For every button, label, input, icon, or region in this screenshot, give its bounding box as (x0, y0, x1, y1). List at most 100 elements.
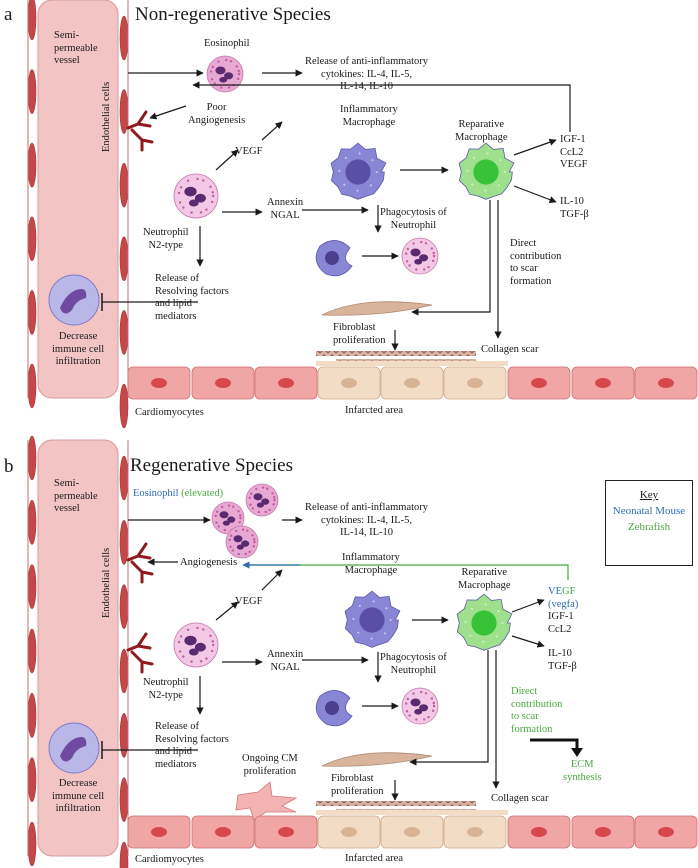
b-endothelial-cell (119, 520, 129, 565)
a-arrow-vegf-angiogenesis (261, 121, 283, 141)
panel-a-artwork (27, 0, 698, 429)
a-vessel-sprout (126, 110, 154, 152)
b-cardiomyocytes-label: Cardiomyocytes (135, 854, 204, 865)
b-inflammatory-macrophage-cell (344, 590, 401, 648)
b-vessel-sprout-2 (126, 632, 154, 674)
b-infarct-cell-nucleus (467, 827, 483, 837)
a-eosinophil-label: Eosinophil (204, 38, 250, 49)
a-inflammatory-macrophage-cell (330, 142, 387, 200)
a-infarcted-area-label: Infarcted area (345, 405, 403, 416)
b-endothelial-cells-label: Endothelial cells (101, 547, 112, 618)
a-endothelial-cell (119, 89, 129, 134)
b-reparative-macrophage-cell (456, 593, 513, 651)
b-endothelial-cell (119, 584, 129, 629)
a-phagocytosed-neutrophil (401, 237, 439, 275)
b-endothelial-cell (119, 648, 129, 694)
a-arrow-reparative-il10 (513, 185, 557, 204)
b-endothelial-cell (27, 693, 37, 738)
a-inhibit-immune-infiltration (101, 293, 198, 311)
a-reparative-macrophage-cell (458, 142, 515, 200)
b-arrow-vegf-angiogenesis (261, 569, 283, 591)
b-cardiomyocyte-nucleus (215, 827, 231, 837)
a-cardiomyocyte-nucleus (595, 378, 611, 388)
panel-a-title: Non-regenerative Species (135, 4, 331, 25)
b-angiogenesis-label: Angiogenesis (180, 557, 238, 568)
a-endothelial-cell (27, 363, 37, 409)
b-infarct-band (316, 810, 508, 815)
a-cardiomyocyte-nucleus (658, 378, 674, 388)
b-endothelial-cell (27, 821, 37, 867)
a-endothelial-cells-label: Endothelial cells (101, 81, 112, 152)
b-cardiomyocyte-nucleus (531, 827, 547, 837)
b-infarct-cell-nucleus (404, 827, 420, 837)
a-endothelial-cell (119, 15, 129, 61)
a-endothelial-cell (119, 383, 129, 429)
b-vegf-label: VEGF (235, 596, 263, 607)
panel-b-letter: b (4, 456, 14, 477)
b-arrow-vegf-angiogenesis-green (248, 564, 569, 580)
b-endothelial-cell (27, 435, 37, 481)
a-collagen-scar-label: Collagen scar (481, 344, 539, 355)
a-cardiomyocytes-label: Cardiomyocytes (135, 407, 204, 418)
a-arrow-reparative-fibroblast (411, 200, 491, 316)
key-zebrafish: Zebrafish (627, 521, 671, 533)
a-infarct-band (316, 361, 508, 366)
a-engulfing-macrophage (315, 240, 353, 277)
a-neutrophil-cell (173, 173, 219, 219)
a-endothelial-cell (119, 310, 129, 355)
a-endothelial-cell (119, 236, 129, 282)
b-collagen-scar-label: Collagen scar (491, 793, 549, 804)
a-fibroblast-cell (321, 301, 433, 316)
a-endothelial-cell (27, 142, 37, 188)
a-arrow-reparative-igf (513, 138, 557, 156)
b-arrow-reparative-vegf (511, 598, 545, 613)
b-arrow-reparative-fibroblast (409, 650, 489, 766)
a-endothelial-cell (27, 0, 37, 41)
panel-b-title: Regenerative Species (130, 455, 294, 476)
a-arrow-neutrophil-vegf (215, 149, 239, 171)
b-endothelial-cell (27, 564, 37, 609)
b-inhibit-immune-infiltration (101, 741, 198, 759)
b-immune-cell (48, 722, 100, 774)
key-legend: Key Neonatal Mouse Zebrafish (605, 480, 693, 566)
b-infarcted-area-label: Infarcted area (345, 853, 403, 864)
a-immune-cell (48, 274, 100, 326)
b-engulfing-macrophage (315, 690, 353, 727)
b-proliferating-cm (235, 781, 298, 821)
key-title: Key (639, 489, 659, 501)
a-arrow-reparative-angiogenesis (192, 81, 571, 132)
b-eosinophil-label: Eosinophil (elevated) (133, 488, 224, 499)
b-infarct-cell-nucleus (341, 827, 357, 837)
b-arrow-neutrophil-vegf (215, 601, 239, 621)
a-vegf-label: VEGF (235, 146, 263, 157)
b-ecm-arrow-head (571, 748, 583, 757)
a-endothelial-cell (27, 69, 37, 114)
a-cardiomyocyte-nucleus (215, 378, 231, 388)
b-cardiomyocyte-nucleus (278, 827, 294, 837)
a-arrow-poor-angiogenesis (149, 105, 187, 120)
